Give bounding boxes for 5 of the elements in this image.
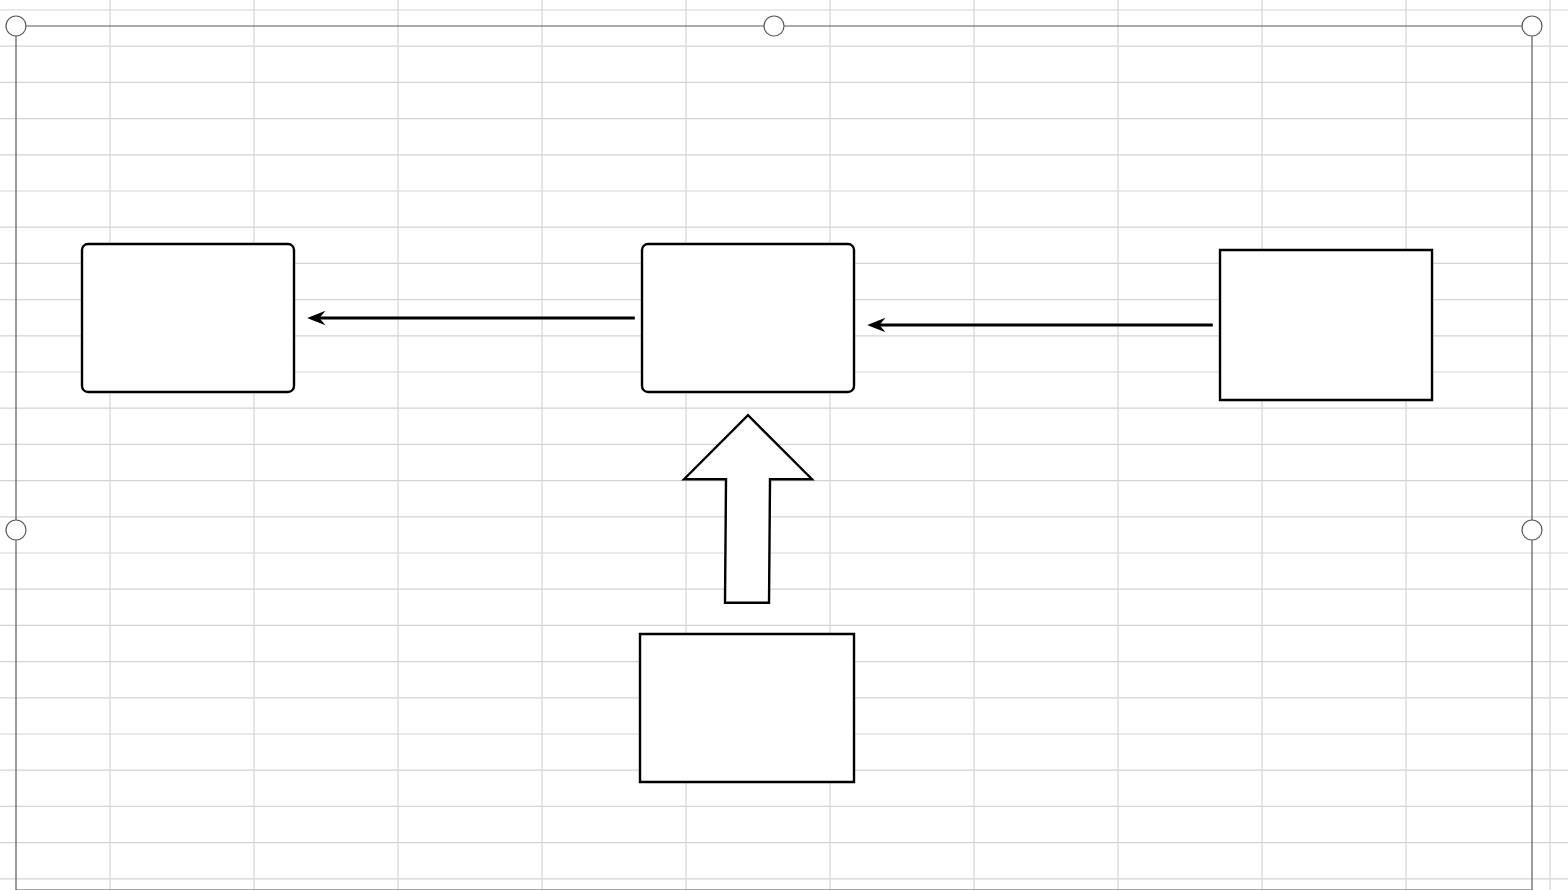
box [1218, 248, 1434, 402]
block-arrow [681, 413, 815, 604]
box [80, 242, 296, 394]
box [638, 632, 856, 784]
box [640, 242, 856, 394]
